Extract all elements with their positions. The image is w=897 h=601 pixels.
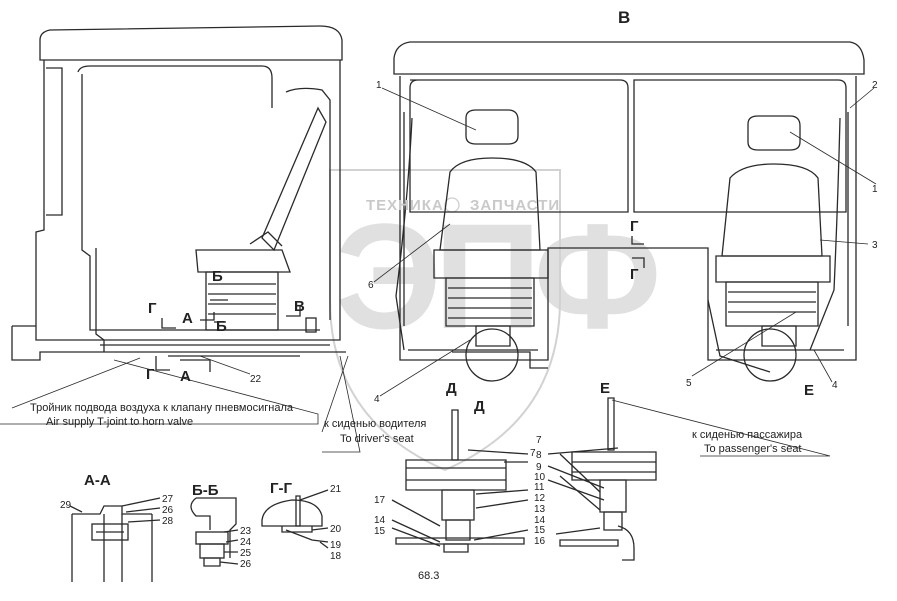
- part-number-1b: 1: [872, 184, 878, 195]
- watermark-gear: [444, 197, 460, 213]
- detail-e: [547, 397, 657, 561]
- detail-mark-d2: Д: [474, 398, 485, 415]
- section-bb-view: [190, 497, 239, 567]
- part-number-1a: 1: [376, 80, 382, 91]
- detail-d-circle: [465, 328, 519, 382]
- callout-tee-en: Air supply T-joint to horn valve: [46, 416, 194, 428]
- section-mark-b2: Б: [216, 318, 227, 335]
- callout-passenger-en: To passenger's seat: [704, 443, 802, 455]
- section-mark-v1: В: [294, 298, 305, 315]
- part-number-19: 19: [330, 540, 342, 551]
- driver-headrest: [465, 109, 519, 145]
- driver-backrest: [439, 157, 541, 251]
- part-number-29: 29: [60, 500, 72, 511]
- watermark-left: ТЕХНИКА: [366, 197, 444, 214]
- section-mark-g3: Г: [630, 218, 639, 235]
- callout-driver-en: To driver's seat: [340, 433, 414, 445]
- section-mark-a1: А: [182, 310, 193, 327]
- part-number-15b: 15: [534, 525, 546, 536]
- cab-side-view: [11, 25, 346, 361]
- part-number-23: 23: [240, 526, 252, 537]
- part-number-12: 12: [534, 493, 546, 504]
- section-title-bb: Б-Б: [192, 482, 219, 499]
- part-number-27: 27: [162, 494, 174, 505]
- cab-rear-view: [393, 41, 865, 382]
- part-number-16: 16: [534, 536, 546, 547]
- part-number-26b: 26: [240, 559, 252, 570]
- part-number-3: 3: [872, 240, 878, 251]
- section-mark-b1: Б: [212, 268, 223, 285]
- detail-d: [391, 409, 529, 553]
- part-number-15a: 15: [374, 526, 386, 537]
- detail-e-circle: [743, 328, 797, 382]
- passenger-headrest: [747, 115, 801, 151]
- part-number-14b: 14: [534, 515, 546, 526]
- callout-tee-ru: Тройник подвода воздуха к клапану пневмо…: [30, 402, 293, 414]
- callout-passenger-ru: к сиденью пассажира: [692, 429, 803, 441]
- view-label-v: В: [618, 8, 631, 27]
- part-number-5: 5: [686, 378, 692, 389]
- part-number-25: 25: [240, 548, 252, 559]
- part-number-10: 10: [534, 472, 546, 483]
- section-gg-view: [261, 489, 329, 549]
- watermark-logo: ЭПФ: [335, 192, 662, 360]
- section-title-aa: А-А: [84, 472, 111, 489]
- part-number-13: 13: [534, 504, 546, 515]
- part-number-14a: 14: [374, 515, 386, 526]
- leader-lines: [0, 87, 877, 457]
- section-aa-view: [69, 497, 161, 582]
- callout-driver-ru: к сиденью водителя: [324, 418, 427, 430]
- section-lines-left: [155, 299, 301, 372]
- section-mark-g4: Г: [630, 266, 639, 283]
- part-number-7b: 7: [530, 448, 536, 459]
- part-number-11: 11: [534, 482, 545, 493]
- part-number-28: 28: [162, 516, 174, 527]
- section-mark-g2: Г: [146, 366, 155, 383]
- part-number-4a: 4: [374, 394, 380, 405]
- part-number-6: 6: [368, 280, 374, 291]
- part-number-17: 17: [374, 495, 386, 506]
- part-number-21: 21: [330, 484, 342, 495]
- part-number-2: 2: [872, 80, 878, 91]
- part-number-26a: 26: [162, 505, 174, 516]
- section-mark-a2: А: [180, 368, 191, 385]
- detail-mark-d1: Д: [446, 380, 457, 397]
- part-number-7a: 7: [536, 435, 542, 446]
- section-title-gg: Г-Г: [270, 480, 293, 497]
- passenger-backrest: [721, 163, 823, 257]
- part-number-22: 22: [250, 374, 262, 385]
- detail-mark-e1: Е: [804, 382, 815, 399]
- watermark-right: ЗАПЧАСТИ: [470, 197, 561, 214]
- watermark-shield: [329, 169, 561, 472]
- part-number-4b: 4: [832, 380, 838, 391]
- part-number-18: 18: [330, 551, 342, 562]
- part-number-20: 20: [330, 524, 342, 535]
- figure-number: 68.3: [418, 570, 440, 582]
- part-number-9: 9: [536, 462, 542, 473]
- section-mark-g1: Г: [148, 300, 157, 317]
- part-number-24: 24: [240, 537, 252, 548]
- detail-mark-e2: Е: [600, 380, 611, 397]
- part-number-8: 8: [536, 450, 542, 461]
